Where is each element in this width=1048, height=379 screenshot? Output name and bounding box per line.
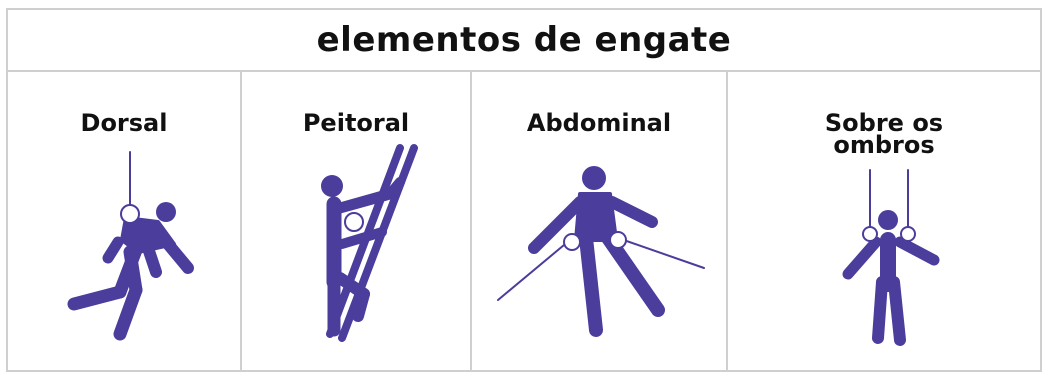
panel-label-peitoral: Peitoral bbox=[302, 109, 410, 137]
abdominal-attachment-figure-icon bbox=[497, 166, 705, 337]
title-bar: elementos de engate bbox=[8, 10, 1040, 72]
diagram-title: elementos de engate bbox=[316, 20, 732, 60]
panel-label-line-1: Sobre os bbox=[824, 109, 944, 137]
panels-row: Dorsal Peitoral bbox=[8, 72, 1040, 370]
panel-peitoral: Peitoral bbox=[242, 72, 472, 370]
panel-label-line-2: ombros bbox=[833, 131, 935, 159]
panel-dorsal: Dorsal bbox=[8, 72, 242, 370]
panel-abdominal: Abdominal bbox=[472, 72, 728, 370]
chest-attachment-ladder-figure-icon bbox=[321, 144, 418, 342]
shoulder-attachment-figure-icon bbox=[842, 169, 940, 346]
dorsal-attachment-figure-icon bbox=[67, 151, 194, 341]
diagram-frame: elementos de engate Dorsal bbox=[6, 8, 1042, 372]
panel-sobre-os-ombros: Sobre os ombros bbox=[728, 72, 1040, 370]
panel-label-dorsal: Dorsal bbox=[80, 109, 168, 137]
panel-label-sobre-os-ombros: Sobre os ombros bbox=[728, 109, 1040, 159]
panel-label-abdominal: Abdominal bbox=[526, 109, 672, 137]
